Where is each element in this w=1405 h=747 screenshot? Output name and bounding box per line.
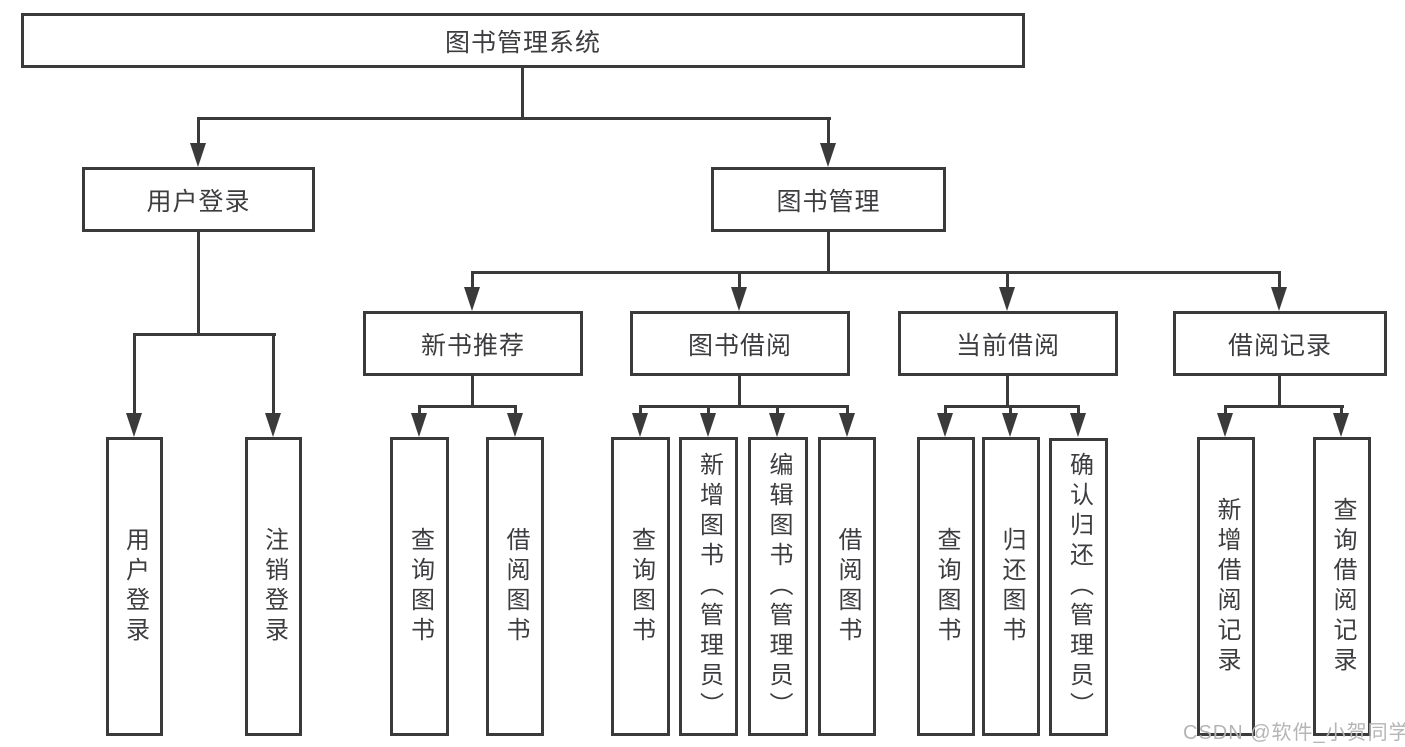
connector-line bbox=[1006, 376, 1009, 408]
connector-line bbox=[639, 405, 849, 408]
node-label: 图书借阅 bbox=[687, 331, 792, 360]
arrow-down-icon bbox=[507, 413, 523, 437]
connector-line bbox=[1006, 271, 1009, 289]
connector-line bbox=[272, 333, 275, 415]
connector-line bbox=[471, 271, 474, 289]
connector-line bbox=[471, 271, 1281, 274]
connector-line bbox=[418, 405, 517, 408]
connector-line bbox=[471, 376, 474, 408]
connector-line bbox=[738, 271, 741, 289]
leaf-label: 新增借阅记录 bbox=[1213, 496, 1240, 677]
connector-line bbox=[1224, 405, 1344, 408]
arrow-down-icon bbox=[820, 143, 836, 167]
arrow-down-icon bbox=[464, 287, 480, 311]
connector-line bbox=[1340, 405, 1343, 415]
connector-line bbox=[944, 405, 1080, 408]
node-label: 新书推荐 bbox=[420, 331, 525, 360]
node-library-management-system: 图书管理系统 bbox=[21, 13, 1025, 68]
connector-line bbox=[944, 405, 947, 415]
connector-line bbox=[738, 376, 741, 408]
arrow-down-icon bbox=[769, 413, 785, 437]
connector-line bbox=[133, 333, 136, 415]
connector-line bbox=[514, 405, 517, 415]
arrow-down-icon bbox=[265, 413, 281, 437]
node-label: 用户登录 bbox=[146, 187, 251, 216]
arrow-down-icon bbox=[1002, 413, 1018, 437]
node-label: 当前借阅 bbox=[955, 331, 1060, 360]
leaf-query-borrow-record: 查询借阅记录 bbox=[1313, 437, 1371, 736]
leaf-label: 注销登录 bbox=[260, 526, 288, 647]
leaf-label: 查询图书 bbox=[933, 526, 960, 647]
leaf-logout: 注销登录 bbox=[245, 437, 302, 736]
leaf-label: 确认归还（管理员） bbox=[1065, 452, 1093, 722]
leaf-label: 借阅图书 bbox=[502, 526, 529, 647]
node-current-borrowing: 当前借阅 bbox=[898, 311, 1118, 376]
connector-line bbox=[1278, 271, 1281, 289]
leaf-label: 新增图书（管理员） bbox=[695, 451, 723, 722]
watermark: CSDN @软件_小贺同学 bbox=[1183, 722, 1405, 744]
connector-line bbox=[1009, 405, 1012, 415]
leaf-label: 查询图书 bbox=[627, 526, 655, 647]
connector-line bbox=[639, 405, 642, 415]
arrow-down-icon bbox=[1333, 413, 1349, 437]
leaf-label: 查询借阅记录 bbox=[1329, 496, 1356, 677]
connector-line bbox=[133, 333, 276, 336]
leaf-query-books-current: 查询图书 bbox=[917, 437, 975, 736]
leaf-borrow-books-borrowing: 借阅图书 bbox=[818, 437, 876, 736]
connector-line bbox=[197, 232, 200, 336]
arrow-down-icon bbox=[700, 413, 716, 437]
leaf-edit-books-admin: 编辑图书（管理员） bbox=[748, 437, 808, 736]
arrow-down-icon bbox=[1070, 413, 1086, 437]
node-borrowing-records: 借阅记录 bbox=[1173, 311, 1387, 376]
node-book-management: 图书管理 bbox=[711, 167, 946, 232]
leaf-label: 查询图书 bbox=[406, 526, 434, 647]
node-user-login: 用户登录 bbox=[82, 167, 315, 232]
connector-line bbox=[1278, 376, 1281, 408]
arrow-down-icon bbox=[937, 413, 953, 437]
connector-line bbox=[1077, 405, 1080, 415]
leaf-add-books-admin: 新增图书（管理员） bbox=[679, 437, 738, 736]
arrow-down-icon bbox=[190, 143, 206, 167]
arrow-down-icon bbox=[999, 287, 1015, 311]
leaf-user-login: 用户登录 bbox=[106, 437, 163, 736]
leaf-return-books: 归还图书 bbox=[982, 437, 1040, 736]
connector-line bbox=[707, 405, 710, 415]
arrow-down-icon bbox=[731, 287, 747, 311]
leaf-label: 归还图书 bbox=[998, 526, 1025, 647]
node-book-borrowing: 图书借阅 bbox=[630, 311, 850, 376]
leaf-add-borrow-record: 新增借阅记录 bbox=[1197, 437, 1255, 736]
leaf-borrow-books-recommend: 借阅图书 bbox=[486, 437, 544, 736]
node-new-book-recommend: 新书推荐 bbox=[363, 311, 583, 376]
arrow-down-icon bbox=[1271, 287, 1287, 311]
arrow-down-icon bbox=[1217, 413, 1233, 437]
connector-line bbox=[827, 117, 830, 147]
connector-line bbox=[776, 405, 779, 415]
leaf-query-books-borrowing: 查询图书 bbox=[611, 437, 670, 736]
connector-line bbox=[846, 405, 849, 415]
leaf-label: 用户登录 bbox=[121, 526, 149, 647]
arrow-down-icon bbox=[411, 413, 427, 437]
connector-line bbox=[197, 117, 831, 120]
leaf-label: 借阅图书 bbox=[834, 526, 861, 647]
connector-line bbox=[1224, 405, 1227, 415]
arrow-down-icon bbox=[632, 413, 648, 437]
node-label: 图书管理系统 bbox=[444, 28, 601, 57]
connector-line bbox=[197, 117, 200, 147]
connector-line bbox=[521, 68, 524, 120]
node-label: 借阅记录 bbox=[1227, 331, 1332, 360]
connector-line bbox=[418, 405, 421, 415]
leaf-query-books-recommend: 查询图书 bbox=[390, 437, 449, 736]
node-label: 图书管理 bbox=[776, 187, 881, 216]
connector-line bbox=[827, 232, 830, 274]
arrow-down-icon bbox=[126, 413, 142, 437]
arrow-down-icon bbox=[839, 413, 855, 437]
leaf-confirm-return-admin: 确认归还（管理员） bbox=[1049, 438, 1108, 736]
leaf-label: 编辑图书（管理员） bbox=[765, 451, 792, 722]
